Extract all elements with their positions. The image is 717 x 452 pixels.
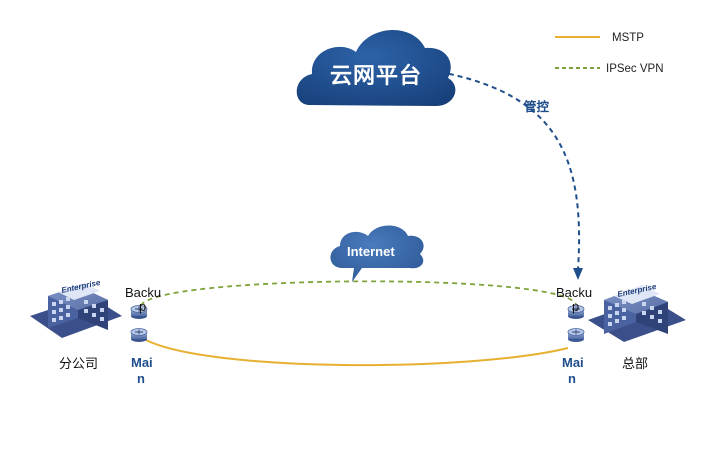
hq-backup-router-icon	[567, 305, 585, 319]
legend: MSTP IPSec VPN	[555, 32, 664, 75]
branch-backup-label-line1: Backu	[125, 285, 161, 300]
branch-main-label-line2: n	[137, 371, 145, 386]
cloud-platform-label: 云网平台	[330, 63, 422, 88]
hq-building-icon	[588, 285, 686, 342]
branch-building-icon	[30, 283, 122, 338]
management-label: 管控	[524, 99, 550, 114]
branch-main-label-line1: Mai	[131, 355, 153, 370]
management-arrow-icon	[573, 268, 583, 280]
cloud-platform-icon	[296, 30, 456, 106]
branch-backup-label-line2: p	[139, 299, 146, 314]
hq-main-label-line2: n	[568, 371, 576, 386]
hq-main-label-line1: Mai	[562, 355, 584, 370]
hq-main-router-icon	[567, 328, 585, 342]
branch-backup-router-icon	[130, 305, 148, 319]
internet-label: Internet	[347, 244, 395, 259]
branch-site-label: 分公司	[59, 356, 98, 371]
internet-cloud-icon	[330, 225, 424, 282]
hq-backup-label-line2: p	[572, 299, 579, 314]
hq-site-label: 总部	[622, 356, 648, 371]
hq-backup-label-line1: Backu	[556, 285, 592, 300]
branch-main-router-icon	[130, 328, 148, 342]
legend-mstp-label: MSTP	[612, 32, 644, 44]
ipsec-vpn-link	[140, 280, 577, 307]
legend-ipsec-label: IPSec VPN	[606, 63, 664, 75]
management-link	[439, 71, 581, 271]
mstp-link	[145, 339, 569, 367]
